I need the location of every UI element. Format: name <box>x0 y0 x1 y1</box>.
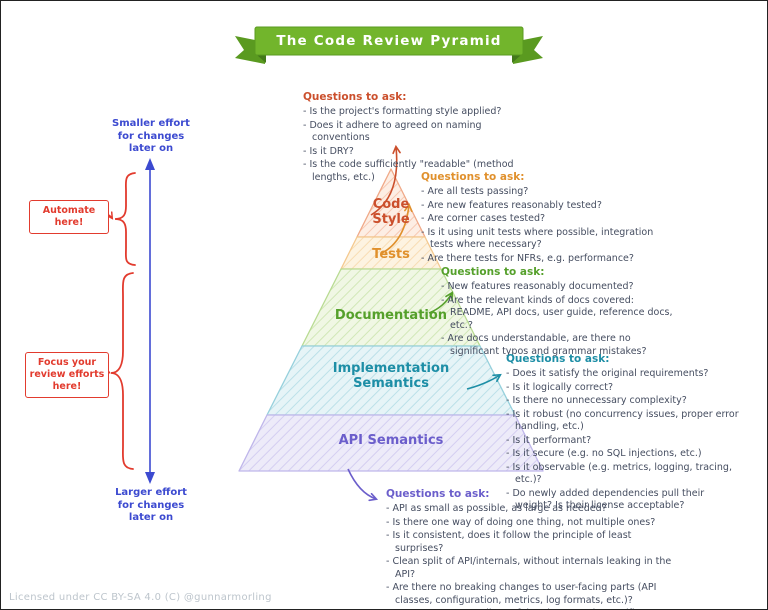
banner-title: The Code Review Pyramid <box>276 33 502 49</box>
questions-list: Is the project's formatting style applie… <box>303 106 535 184</box>
callout-focus: Focus your review efforts here! <box>25 352 109 398</box>
questions-documentation: Questions to ask: New features reasonabl… <box>441 266 679 359</box>
questions-title: Questions to ask: <box>386 488 490 500</box>
question-item: Is there one way of doing one thing, not… <box>386 517 678 530</box>
questions-list: New features reasonably documented? Are … <box>441 281 679 358</box>
pyramid-label-api-semantics: API Semantics <box>338 433 444 448</box>
arrow-implementation-semantics <box>466 373 502 390</box>
question-item: Is there no unnecessary complexity? <box>506 395 744 408</box>
arrowhead-up-icon <box>145 158 155 170</box>
question-item: Are there tests for NFRs, e.g. performan… <box>421 253 661 266</box>
question-item: Are new features reasonably tested? <box>421 200 661 213</box>
question-item: Is it observable (e.g. metrics, logging,… <box>506 462 744 487</box>
questions-title: Questions to ask: <box>421 171 525 183</box>
question-item: Is it secure (e.g. no SQL injections, et… <box>506 448 744 461</box>
questions-list: Are all tests passing? Are new features … <box>421 186 661 265</box>
question-item: Are all tests passing? <box>421 186 661 199</box>
question-item: Does it satisfy the original requirement… <box>506 368 744 381</box>
questions-title: Questions to ask: <box>441 266 545 278</box>
question-item: Are the relevant kinds of docs covered: … <box>441 295 679 333</box>
question-item: Is it logically correct? <box>506 382 744 395</box>
question-item: Is it using unit tests where possible, i… <box>421 227 661 252</box>
ribbon-fold-left <box>257 55 266 63</box>
question-item: Is the project's formatting style applie… <box>303 106 535 119</box>
brace-automate <box>114 172 136 266</box>
effort-label-larger: Larger effort for changes later on <box>115 487 187 523</box>
questions-api-semantics: Questions to ask: API as small as possib… <box>386 488 678 609</box>
question-item: Is it DRY? <box>303 146 535 159</box>
brace-focus <box>110 272 134 470</box>
pyramid-label-tests: Tests <box>372 247 410 262</box>
effort-arrow <box>145 158 155 484</box>
question-item: API as small as possible, as large as ne… <box>386 503 678 516</box>
effort-label-smaller: Smaller effort for changes later on <box>112 118 190 154</box>
question-item: Are docs understandable, are there no si… <box>441 333 679 358</box>
arrow-tests <box>381 202 413 254</box>
arrow-api-semantics <box>347 468 379 502</box>
callout-automate: Automate here! <box>29 200 109 234</box>
pyramid-label-implementation-semantics: Implementation Semantics <box>332 361 450 391</box>
pyramid-label-code-style: Code Style <box>372 197 410 227</box>
question-item: Is a new API generally useful and not ov… <box>386 608 678 609</box>
question-item: Does it adhere to agreed on naming conve… <box>303 120 535 145</box>
question-item: Is it performant? <box>506 435 744 448</box>
question-item: Is the code sufficiently "readable" (met… <box>303 159 535 184</box>
pyramid-label-documentation: Documentation <box>334 308 448 323</box>
question-item: Are corner cases tested? <box>421 213 661 226</box>
banner-ribbon <box>235 26 543 64</box>
questions-title: Questions to ask: <box>303 91 407 103</box>
question-item: Is it consistent, does it follow the pri… <box>386 530 678 555</box>
questions-list: API as small as possible, as large as ne… <box>386 503 678 609</box>
question-item: Is it robust (no concurrency issues, pro… <box>506 409 744 434</box>
questions-tests: Questions to ask: Are all tests passing?… <box>421 171 661 266</box>
questions-code-style: Questions to ask: Is the project's forma… <box>303 91 535 185</box>
questions-title: Questions to ask: <box>506 353 610 365</box>
question-item: Clean split of API/internals, without in… <box>386 556 678 581</box>
arrowhead-down-icon <box>145 472 155 484</box>
question-item: Are there no breaking changes to user-fa… <box>386 582 678 607</box>
license-text: Licensed under CC BY-SA 4.0 (C) @gunnarm… <box>9 592 272 603</box>
ribbon-band <box>254 26 524 56</box>
ribbon-fold-right <box>512 55 521 63</box>
question-item: New features reasonably documented? <box>441 281 679 294</box>
